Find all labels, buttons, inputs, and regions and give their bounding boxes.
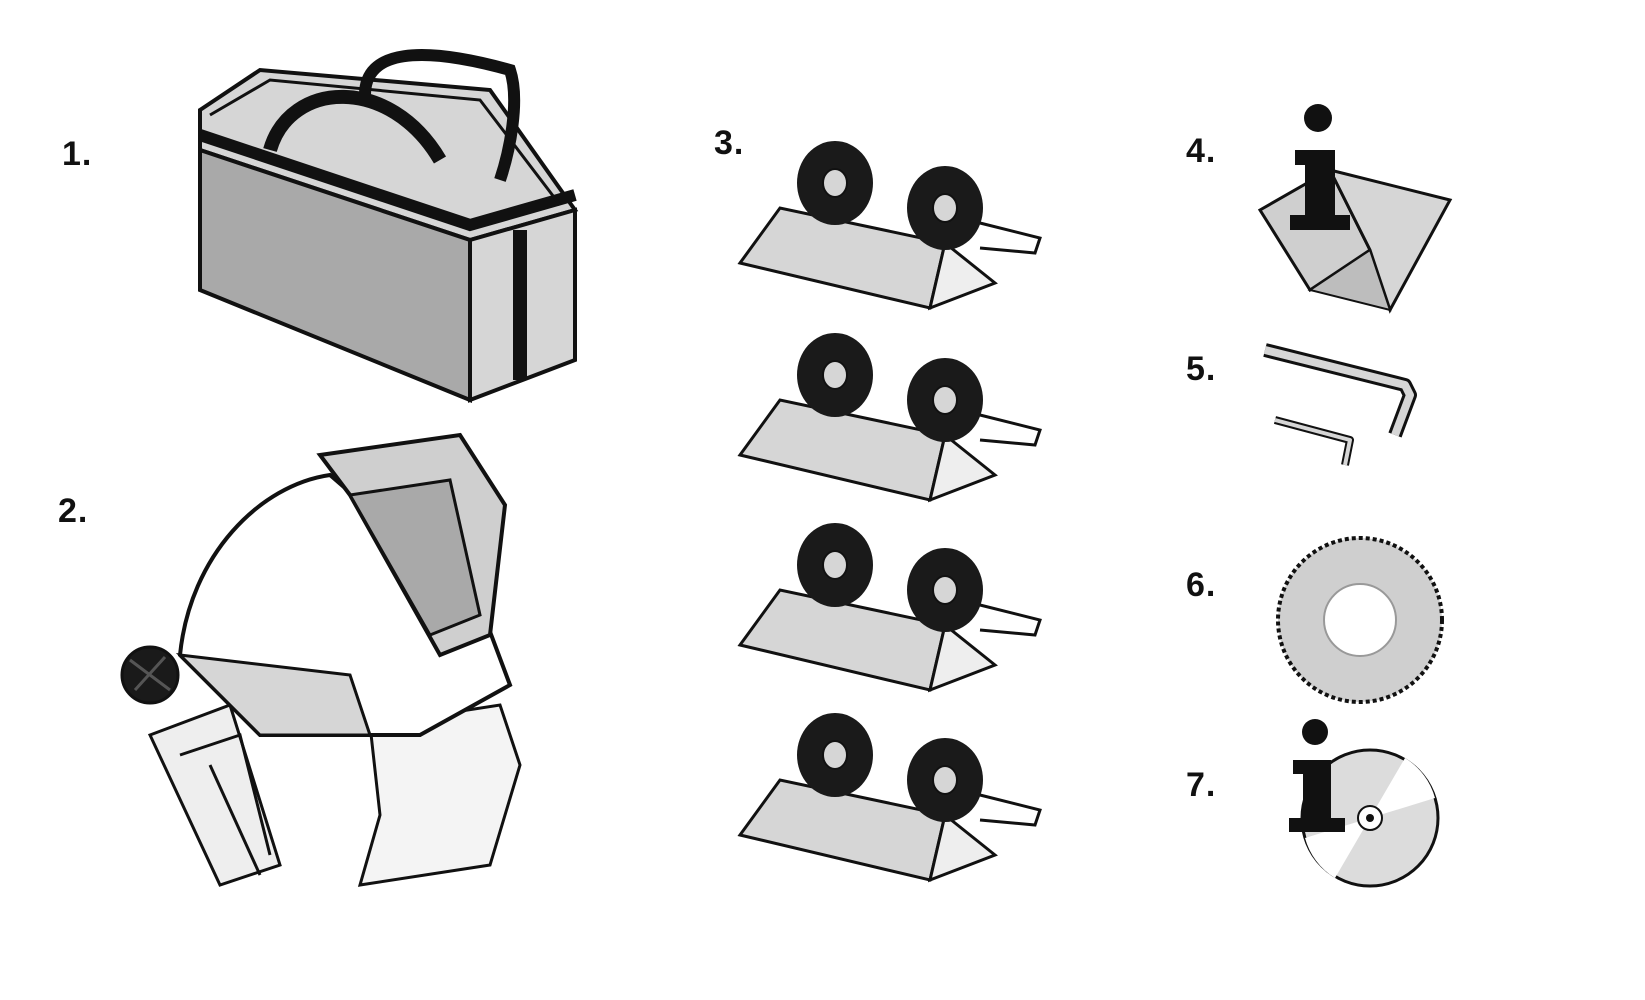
item-3-label: 3. <box>714 124 745 162</box>
item-7-label: 7. <box>1186 766 1217 804</box>
item-2-label: 2. <box>58 492 89 530</box>
info-cd-icon <box>1285 718 1445 898</box>
item-6-label: 6. <box>1186 566 1217 604</box>
item-5-label: 5. <box>1186 350 1217 388</box>
welding-helmet-icon <box>120 432 540 905</box>
allen-key-icon <box>1260 335 1440 475</box>
roller-bracket-icon <box>737 330 1050 505</box>
instruction-manual-icon <box>1250 100 1470 320</box>
item-4-label: 4. <box>1186 132 1217 170</box>
roller-bracket-icon <box>737 710 1050 885</box>
roller-bracket-icon <box>737 138 1050 313</box>
grinding-disc-icon <box>1270 530 1450 710</box>
carry-bag-icon <box>190 40 590 410</box>
item-1-label: 1. <box>62 135 93 173</box>
roller-bracket-icon <box>737 520 1050 695</box>
